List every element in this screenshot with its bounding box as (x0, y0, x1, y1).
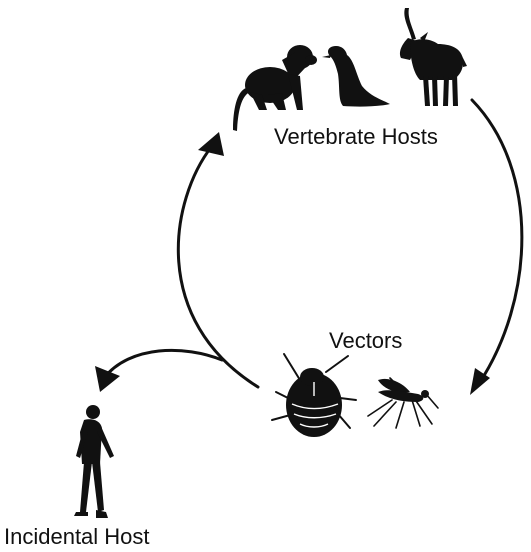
penguin-icon (322, 46, 390, 107)
arrowhead-to-incidental (95, 366, 120, 392)
arrow-to-incidental-host (104, 350, 222, 378)
vectors-label: Vectors (329, 328, 402, 354)
monkey-icon (233, 45, 317, 131)
tick-icon (272, 354, 356, 437)
vertebrate-hosts-label: Vertebrate Hosts (274, 124, 438, 150)
antelope-icon (400, 8, 467, 106)
mosquito-icon (368, 378, 438, 428)
arrowhead-to-hosts (198, 132, 224, 156)
arrowheads (95, 132, 490, 395)
incidental-host-label: Incidental Host (4, 524, 150, 550)
arrow-hosts-to-vectors (472, 100, 522, 385)
walking-person-icon (74, 405, 114, 518)
